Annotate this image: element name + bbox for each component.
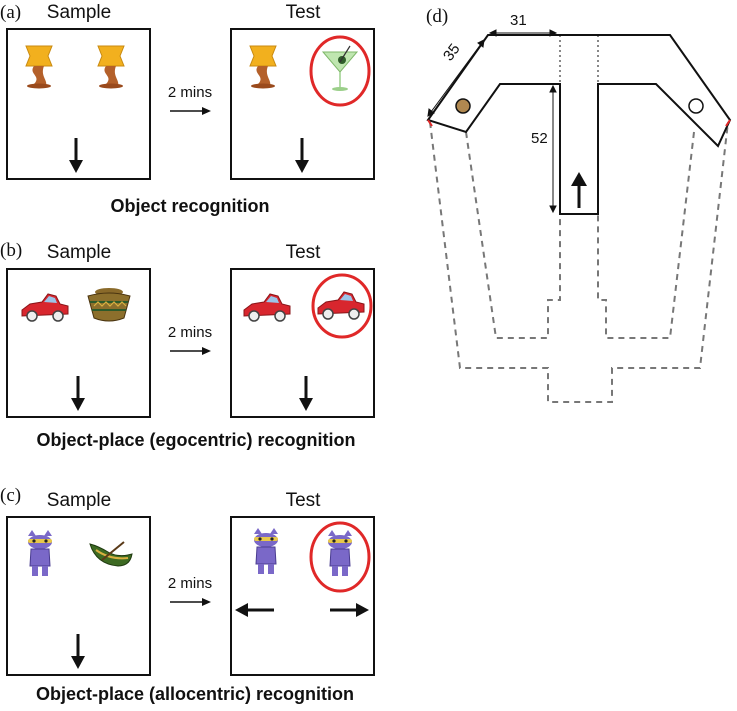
panel-c-delay-label: 2 mins: [167, 575, 213, 592]
novel-object-highlight: [311, 273, 373, 339]
panel-b-delay-label: 2 mins: [167, 324, 213, 341]
panel-b-test-arena: [230, 268, 375, 418]
dimension-31: [488, 29, 558, 37]
car-icon: [317, 291, 365, 320]
start-arrow-down-icon: [299, 376, 313, 411]
delay-arrow-right-icon: [170, 598, 211, 606]
panel-c-test-title: Test: [285, 490, 321, 511]
panel-a-label: (a): [0, 2, 22, 23]
delay-arrow-right-icon: [170, 347, 211, 355]
dimension-label-top-width: 31: [510, 12, 527, 29]
start-arrow-down-icon: [295, 138, 309, 173]
novel-object-highlight: [309, 521, 371, 593]
panel-a-caption: Object recognition: [110, 196, 270, 216]
panel-c-sample-arena: [6, 516, 151, 676]
novel-object-highlight: [309, 35, 371, 107]
delay-arrow-right-icon: [170, 107, 211, 115]
boat-icon: [89, 541, 133, 567]
cat-figure-icon: [254, 528, 278, 574]
start-arrow-left-icon: [235, 603, 274, 617]
panel-b-sample-arena: [6, 268, 151, 418]
object-marker-filled: [455, 98, 471, 114]
panel-a-delay-label: 2 mins: [167, 84, 213, 101]
car-icon: [21, 293, 69, 322]
arm-end-marker-right: [725, 119, 731, 127]
lamp-icon: [25, 45, 53, 89]
car-icon: [243, 293, 291, 322]
panel-c-label: (c): [0, 485, 22, 506]
panel-c-test-arena: [230, 516, 375, 676]
cat-figure-icon: [28, 530, 52, 576]
panel-c-caption: Object-place (allocentric) recognition: [35, 684, 355, 704]
panel-b-caption: Object-place (egocentric) recognition: [36, 430, 356, 450]
cat-figure-icon: [328, 530, 352, 576]
panel-a-test-title: Test: [285, 2, 321, 23]
start-arrow-right-icon: [330, 603, 369, 617]
object-marker-open: [688, 98, 704, 114]
panel-a-sample-arena: [6, 28, 151, 180]
lamp-icon: [97, 45, 125, 89]
panel-b-label: (b): [0, 240, 23, 261]
stem-guide-dotted: [559, 35, 599, 84]
dimension-label-stem-length: 52: [531, 130, 548, 147]
panel-b-sample-title: Sample: [46, 242, 112, 263]
panel-a-sample-title: Sample: [46, 2, 112, 23]
panel-b-test-title: Test: [285, 242, 321, 263]
panel-c-sample-title: Sample: [46, 490, 112, 511]
alternate-maze-outline-dashed: [429, 121, 729, 403]
martini-glass-icon: [321, 45, 359, 91]
arm-end-marker-left: [427, 119, 433, 127]
start-arrow-down-icon: [71, 376, 85, 411]
dimension-35: [427, 39, 485, 117]
panel-a-test-arena: [230, 28, 375, 180]
start-arrow-down-icon: [69, 138, 83, 173]
dimension-52: [549, 84, 557, 214]
lamp-icon: [249, 45, 277, 89]
panel-d-label: (d): [426, 6, 449, 27]
start-arrow-up-icon: [571, 172, 587, 208]
basket-icon: [87, 288, 131, 322]
start-arrow-down-icon: [71, 634, 85, 669]
